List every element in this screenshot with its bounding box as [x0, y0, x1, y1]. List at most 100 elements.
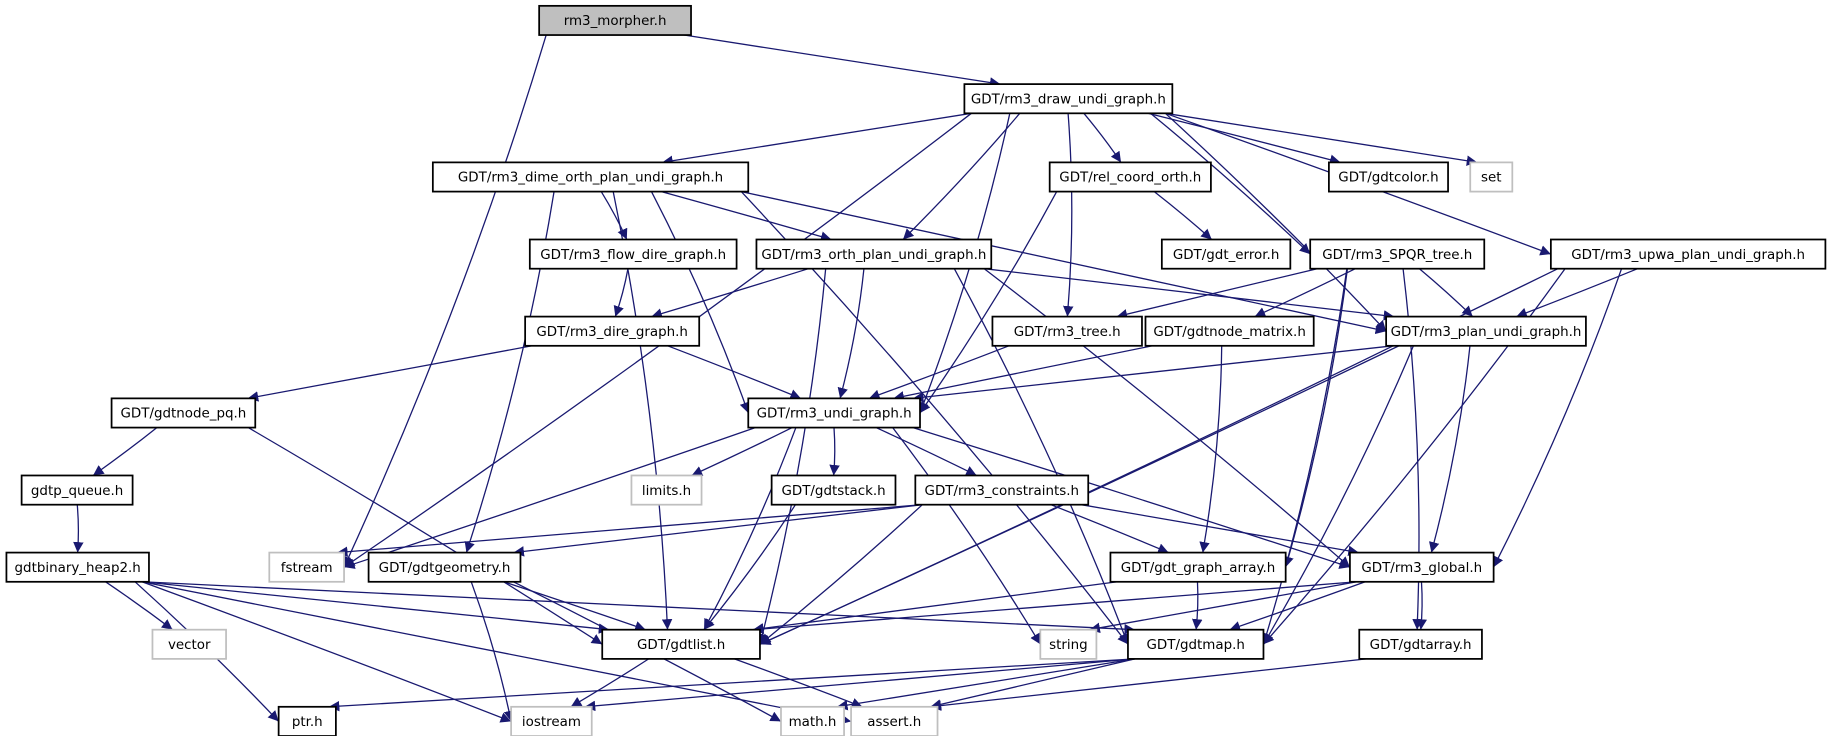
node-ptr[interactable]: ptr.h [277, 705, 337, 736]
node-graph_array[interactable]: GDT/gdt_graph_array.h [1109, 551, 1287, 583]
node-draw[interactable]: GDT/rm3_draw_undi_graph.h [963, 83, 1174, 115]
node-box [1385, 315, 1587, 347]
edge-gdtmap-to-iostream [584, 658, 1136, 712]
node-label: rm3_morpher.h [564, 14, 667, 29]
edge-morpher-to-fstream [343, 34, 547, 568]
node-plan[interactable]: GDT/rm3_plan_undi_graph.h [1385, 315, 1587, 347]
edge-orth-to-dire [651, 268, 809, 319]
edge-spqr-to-plan [1419, 268, 1474, 318]
edge-undi-to-gdtlist [703, 427, 797, 630]
edge-undi-to-fstream [343, 426, 756, 569]
edge-constraints-to-gdtlist [759, 504, 923, 645]
edge-global-to-string [1089, 581, 1358, 634]
edge-upwa-to-global [1493, 268, 1623, 568]
node-label: ptr.h [292, 715, 323, 730]
node-global[interactable]: GDT/rm3_global.h [1349, 551, 1495, 583]
edge-geometry-to-gdtlist [503, 581, 646, 632]
edge-spqr-to-graph_array [1283, 268, 1349, 568]
node-label: GDT/gdtarray.h [1370, 638, 1472, 653]
edge-draw-to-spqr [1150, 112, 1311, 255]
node-label: string [1049, 638, 1088, 653]
node-nodematrix[interactable]: GDT/gdtnode_matrix.h [1144, 315, 1315, 347]
node-box [1549, 238, 1827, 270]
node-label: math.h [789, 715, 837, 730]
node-undi[interactable]: GDT/rm3_undi_graph.h [747, 397, 921, 429]
node-label: iostream [522, 715, 581, 730]
edge-orth-to-undi [837, 268, 865, 399]
node-label: GDT/rm3_tree.h [1014, 325, 1121, 340]
node-relcoord[interactable]: GDT/rel_coord_orth.h [1048, 161, 1212, 193]
node-label: GDT/gdtnode_pq.h [121, 407, 247, 422]
node-math: math.h [780, 705, 845, 736]
edge-heap2-to-iostream [141, 581, 512, 723]
edge-undi-to-global [912, 426, 1351, 569]
node-spqr[interactable]: GDT/rm3_SPQR_tree.h [1309, 238, 1486, 270]
node-box [538, 4, 692, 36]
node-label: GDT/rm3_orth_plan_undi_graph.h [761, 248, 986, 263]
node-box [755, 238, 993, 270]
edge-global-to-gdtmap [1229, 581, 1366, 632]
node-box [1109, 551, 1287, 583]
edge-undi-to-stack [829, 427, 840, 476]
node-box [850, 705, 939, 736]
edge-gdtlist-to-assert [734, 658, 863, 708]
node-box [5, 551, 150, 583]
node-stack[interactable]: GDT/gdtstack.h [770, 474, 897, 506]
edge-queue-to-heap2 [73, 504, 84, 553]
node-box [770, 474, 897, 506]
node-label: GDT/rm3_draw_undi_graph.h [971, 92, 1166, 107]
edge-draw-to-set [1165, 112, 1478, 166]
node-label: GDT/rm3_flow_dire_graph.h [540, 248, 726, 263]
node-gdtmap[interactable]: GDT/gdtmap.h [1127, 628, 1265, 660]
node-label: set [1481, 171, 1502, 186]
node-tree[interactable]: GDT/rm3_tree.h [991, 315, 1143, 347]
node-box [1127, 628, 1265, 660]
edge-stack-to-gdtlist [703, 504, 796, 631]
node-box [110, 397, 257, 429]
node-limits: limits.h [630, 474, 703, 506]
node-upwa[interactable]: GDT/rm3_upwa_plan_undi_graph.h [1549, 238, 1827, 270]
edge-spqr-to-tree [1116, 268, 1318, 320]
edge-draw-to-dime [662, 112, 972, 166]
node-geometry[interactable]: GDT/gdtgeometry.h [367, 551, 522, 583]
node-constraints[interactable]: GDT/rm3_constraints.h [914, 474, 1090, 506]
node-label: gdtbinary_heap2.h [15, 561, 141, 576]
node-orth[interactable]: GDT/rm3_orth_plan_undi_graph.h [755, 238, 993, 270]
edge-global-to-gdtarray [1416, 581, 1428, 630]
node-morpher[interactable]: rm3_morpher.h [538, 4, 692, 36]
node-box [747, 397, 921, 429]
node-gdtlist[interactable]: GDT/gdtlist.h [601, 628, 761, 660]
node-dime[interactable]: GDT/rm3_dime_orth_plan_undi_graph.h [431, 161, 750, 193]
node-box [20, 474, 134, 506]
node-box [1144, 315, 1315, 347]
node-box [780, 705, 845, 736]
node-gdtarray[interactable]: GDT/gdtarray.h [1358, 628, 1483, 660]
node-gdtcolor[interactable]: GDT/gdtcolor.h [1328, 161, 1449, 193]
edge-nodematrix-to-undi [893, 345, 1153, 402]
node-label: GDT/rm3_dime_orth_plan_undi_graph.h [458, 171, 723, 186]
node-queue[interactable]: gdtp_queue.h [20, 474, 134, 506]
edge-spqr-to-nodematrix [1254, 268, 1356, 318]
edge-orth-to-gdtmap [953, 268, 1130, 645]
node-heap2[interactable]: gdtbinary_heap2.h [5, 551, 150, 583]
edge-gdtmap-to-math [836, 658, 1136, 711]
edge-draw-to-gdtcolor [1148, 112, 1341, 165]
edge-orth-to-plan [984, 268, 1395, 321]
edge-relcoord-to-gdterror [1153, 191, 1213, 240]
node-gdterror[interactable]: GDT/gdt_error.h [1160, 238, 1292, 270]
edge-undi-to-string [892, 427, 1041, 645]
node-set: set [1469, 161, 1514, 193]
node-vector: vector [151, 628, 227, 660]
node-label: GDT/rel_coord_orth.h [1059, 171, 1201, 186]
node-flow[interactable]: GDT/rm3_flow_dire_graph.h [528, 238, 738, 270]
edge-constraints-to-geometry [513, 504, 923, 557]
node-label: GDT/rm3_dire_graph.h [536, 325, 688, 340]
edge-undi-to-constraints [875, 426, 977, 477]
edge-heap2-to-assert [141, 581, 852, 725]
node-dire[interactable]: GDT/rm3_dire_graph.h [524, 315, 701, 347]
node-iostream: iostream [510, 705, 593, 736]
node-box [1358, 628, 1483, 660]
node-nodepq[interactable]: GDT/gdtnode_pq.h [110, 397, 257, 429]
node-box [431, 161, 750, 193]
node-box [1039, 628, 1098, 660]
